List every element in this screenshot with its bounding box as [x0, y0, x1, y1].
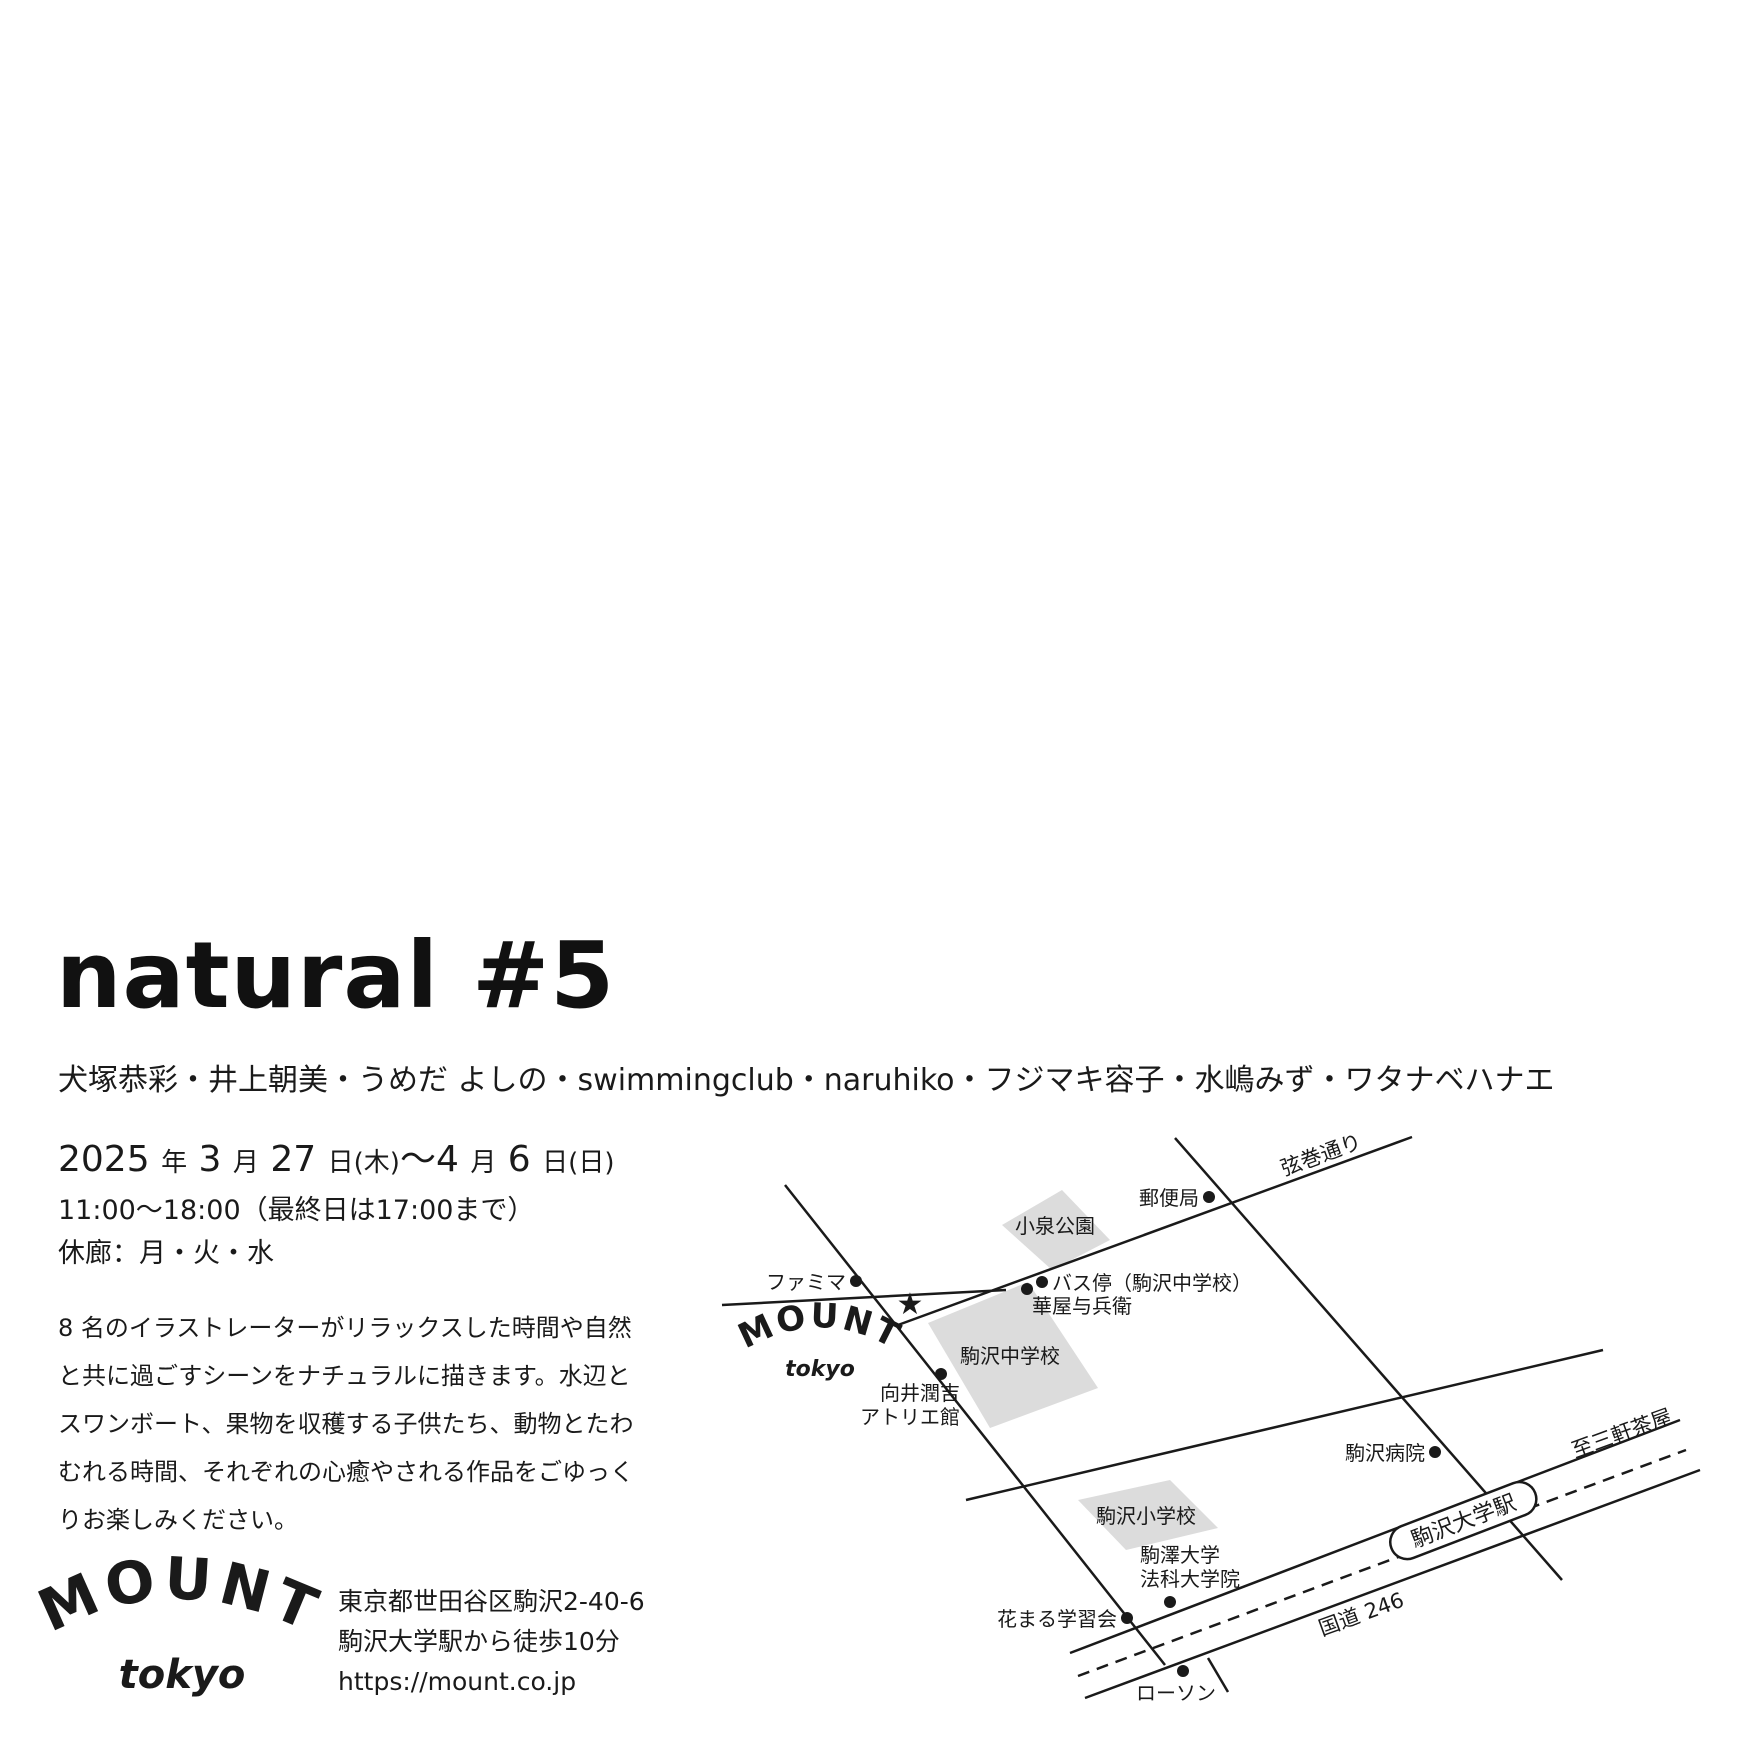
road-diagonal-main	[784, 1184, 1166, 1666]
label-university-1: 駒澤大学	[1140, 1543, 1220, 1567]
subway-line	[1077, 1448, 1687, 1678]
station-marker[interactable]: 駒沢大学駅	[1385, 1477, 1541, 1564]
exhibition-dates: 2025 年 3 月 27 日(木)〜4 月 6 日(日)	[58, 1142, 614, 1178]
label-post-office: 郵便局	[1139, 1186, 1199, 1210]
date-tilde: 〜	[399, 1139, 436, 1180]
gallery-info: 東京都世田谷区駒沢2-40-6 駒沢大学駅から徒歩10分 https://mou…	[338, 1582, 645, 1702]
label-mukai-1: 向井潤吉	[880, 1381, 960, 1405]
closed-days: 休廊：月・火・水	[58, 1238, 274, 1269]
description-line: と共に過ごすシーンをナチュラルに描きます。水辺と	[58, 1362, 631, 1390]
label-komazawa-elem: 駒沢小学校	[1096, 1504, 1196, 1528]
label-bus-stop: バス停（駒沢中学校）	[1052, 1271, 1252, 1295]
label-hanamaru: 花まる学習会	[997, 1607, 1117, 1631]
label-hanaya: 華屋与兵衛	[1032, 1294, 1132, 1318]
description-line: りお楽しみください。	[58, 1506, 298, 1534]
date-end-day: 6	[507, 1139, 531, 1180]
date-year: 2025	[58, 1139, 150, 1180]
label-lawson: ローソン	[1136, 1681, 1216, 1705]
gallery-address: 東京都世田谷区駒沢2-40-6	[338, 1587, 645, 1616]
date-end-month: 4	[435, 1139, 459, 1180]
label-koizumi-park: 小泉公園	[1015, 1214, 1095, 1238]
road-246-south	[1084, 1468, 1701, 1700]
description-line: スワンボート、果物を収穫する子供たち、動物とたわ	[58, 1410, 634, 1438]
street-sangenjaya: 至三軒茶屋	[1569, 1404, 1676, 1462]
koizumi-park-area	[1002, 1190, 1110, 1270]
komazawa-elem-area	[1078, 1480, 1218, 1550]
date-end-month-unit: 月	[470, 1148, 497, 1178]
label-komazawa-jhs: 駒沢中学校	[960, 1344, 1060, 1368]
dot-familymart	[850, 1275, 862, 1287]
gallery-star-icon[interactable]: ★	[897, 1287, 924, 1322]
label-hospital: 駒沢病院	[1345, 1441, 1425, 1465]
date-start-day: 27	[270, 1139, 317, 1180]
label-mukai-2: アトリエ館	[860, 1405, 960, 1429]
dot-bus-stop	[1036, 1276, 1048, 1288]
road-tsurumaki	[897, 1135, 1413, 1327]
map-logo-main: MOUNT	[732, 1296, 908, 1357]
label-familymart: ファミマ	[766, 1270, 846, 1294]
date-end-weekday: (日)	[568, 1148, 615, 1178]
street-tsurumaki: 弦巻通り	[1278, 1129, 1365, 1180]
exhibition-title: natural #5	[56, 922, 616, 1029]
road-familymart	[721, 1288, 1007, 1307]
description-line: むれる時間、それぞれの心癒やされる作品をごゆっく	[58, 1458, 634, 1486]
gallery-logo: MOUNT tokyo	[28, 1544, 332, 1698]
dot-post-office	[1203, 1191, 1215, 1203]
opening-hours: 11:00〜18:00（最終日は17:00まで）	[58, 1195, 535, 1226]
gallery-logo-main: MOUNT	[28, 1544, 332, 1646]
gallery-logo-sub: tokyo	[119, 1652, 246, 1698]
access-map: 駒沢大学駅 弦巻通り 国道 246 至三軒茶屋 小泉公園 駒沢中学校 駒沢小学校…	[721, 1129, 1701, 1705]
gallery-url[interactable]: https://mount.co.jp	[338, 1667, 577, 1696]
description-line: 8 名のイラストレーターがリラックスした時間や自然	[58, 1314, 632, 1342]
gallery-access: 駒沢大学駅から徒歩10分	[338, 1627, 620, 1656]
road-246-north	[1069, 1418, 1681, 1655]
komazawa-jhs-area	[928, 1282, 1098, 1428]
date-start-month: 3	[198, 1139, 222, 1180]
dot-hospital	[1429, 1446, 1441, 1458]
date-day-unit: 日	[327, 1148, 354, 1178]
dot-university	[1164, 1596, 1176, 1608]
dot-hanaya	[1021, 1283, 1033, 1295]
map-logo-sub: tokyo	[785, 1357, 855, 1382]
artist-list: 犬塚恭彩・井上朝美・うめだ よしの・swimmingclub・naruhiko・…	[58, 1063, 1555, 1098]
road-lawson	[1206, 1657, 1230, 1693]
exhibition-description: 8 名のイラストレーターがリラックスした時間や自然 と共に過ごすシーンをナチュラ…	[58, 1304, 678, 1544]
road-middle	[965, 1348, 1604, 1502]
dot-lawson	[1177, 1665, 1189, 1677]
date-start-weekday: (木)	[353, 1148, 400, 1178]
date-year-unit: 年	[161, 1148, 188, 1178]
date-month-unit: 月	[232, 1148, 259, 1178]
label-university-2: 法科大学院	[1140, 1567, 1240, 1591]
dot-mukai	[935, 1368, 947, 1380]
dot-hanamaru	[1121, 1612, 1133, 1624]
date-end-day-unit: 日	[542, 1148, 569, 1178]
